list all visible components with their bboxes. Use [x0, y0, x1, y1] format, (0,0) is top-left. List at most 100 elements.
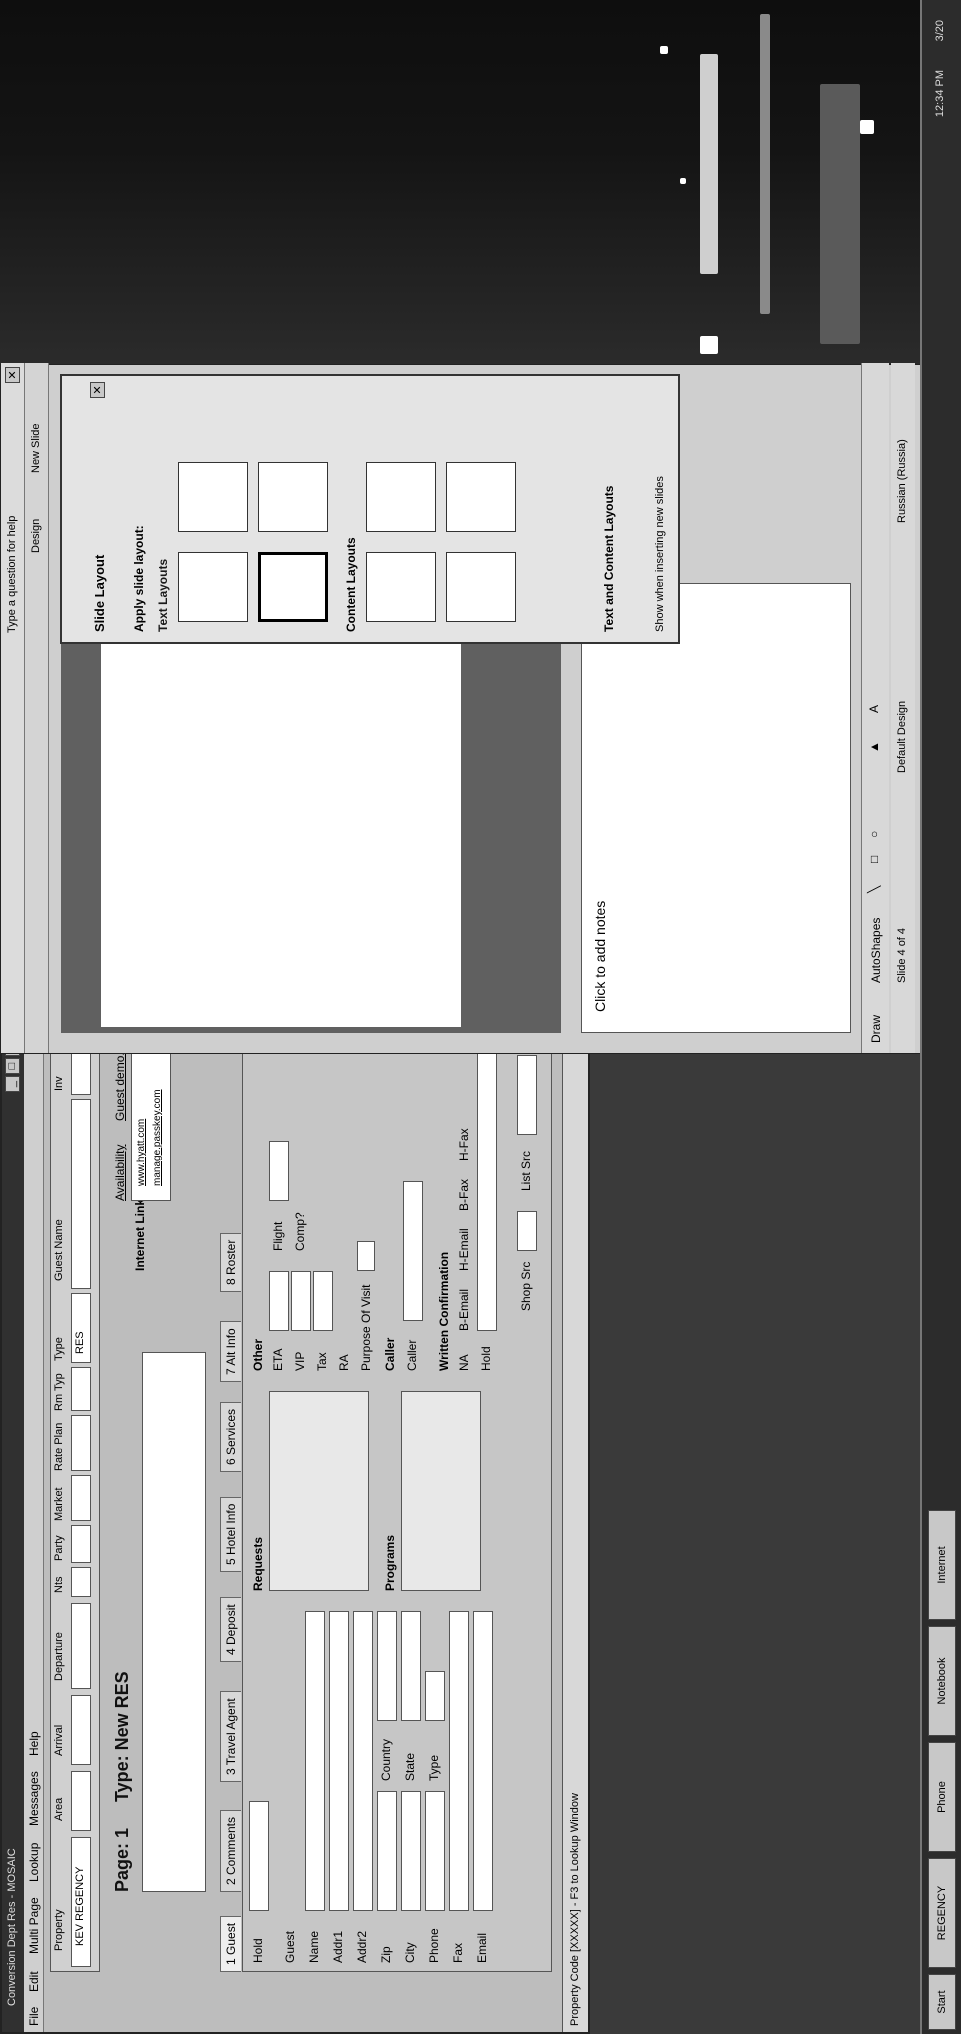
caller-label: Caller — [405, 1339, 419, 1371]
menu-multi-page[interactable]: Multi Page — [27, 1897, 41, 1954]
conf-b-fax[interactable]: B-Fax — [457, 1178, 471, 1211]
caller-group-label: Caller — [383, 1337, 397, 1371]
new-slide-button[interactable]: New Slide — [30, 423, 42, 473]
slide-page[interactable] — [101, 587, 461, 1027]
state-input[interactable] — [401, 1611, 421, 1721]
design-button[interactable]: Design — [30, 518, 42, 553]
tab-travel-agent[interactable]: 3 Travel Agent — [220, 1691, 241, 1782]
tax-input[interactable] — [313, 1271, 333, 1331]
guest-label-phone: Phone — [427, 1928, 441, 1963]
guest-panel: Hold Guest Name Addr1 Addr2 Zip City Pho… — [113, 1042, 552, 1972]
name-input[interactable] — [305, 1611, 325, 1911]
line-tool-icon[interactable]: ╲ — [867, 885, 881, 893]
property-field[interactable]: KEV REGENCY — [71, 1837, 91, 1967]
caller-input[interactable] — [403, 1181, 423, 1321]
menu-lookup[interactable]: Lookup — [27, 1842, 41, 1882]
menu-file[interactable]: File — [27, 2006, 41, 2026]
vip-input[interactable] — [291, 1271, 311, 1331]
link-hyatt[interactable]: www.hyatt.com — [136, 1118, 147, 1186]
menu-help[interactable]: Help — [27, 1731, 41, 1756]
start-button[interactable]: Start — [928, 1974, 956, 2030]
list-src-input[interactable] — [517, 1055, 537, 1135]
show-when-inserting-checkbox[interactable]: Show when inserting new slides — [654, 476, 666, 632]
fill-color-icon[interactable]: ▲ — [867, 741, 881, 753]
zip-input[interactable] — [377, 1791, 397, 1911]
inv-field[interactable] — [71, 1049, 91, 1095]
tab-deposit[interactable]: 4 Deposit — [220, 1597, 241, 1662]
hold-input[interactable] — [249, 1801, 269, 1911]
nts-field[interactable] — [71, 1567, 91, 1597]
fax-input[interactable] — [449, 1611, 469, 1911]
label-state: State — [403, 1752, 417, 1781]
rm-typ-field[interactable] — [71, 1367, 91, 1411]
taskbar-regency[interactable]: REGENCY — [928, 1858, 956, 1968]
hold-text-input[interactable] — [477, 1051, 497, 1331]
requests-list[interactable] — [269, 1391, 369, 1591]
type-input[interactable] — [425, 1671, 445, 1721]
layout-two-column[interactable] — [258, 462, 328, 532]
autoshapes-menu[interactable]: AutoShapes — [869, 917, 883, 983]
area-field[interactable] — [71, 1771, 91, 1831]
type-field[interactable]: RES — [71, 1293, 91, 1363]
links-list[interactable]: www.hyatt.com manage.passkey.com — [131, 1051, 171, 1201]
conf-h-email[interactable]: H-Email — [457, 1228, 471, 1271]
eta-input[interactable] — [269, 1271, 289, 1331]
layout-content-3[interactable] — [446, 462, 516, 532]
slide-canvas[interactable] — [61, 583, 561, 1033]
tab-alt-info[interactable]: 7 Alt Info — [220, 1321, 241, 1382]
help-box[interactable]: Type a question for help — [6, 515, 18, 633]
minimize-button[interactable]: _ — [5, 1076, 20, 1092]
addr1-input[interactable] — [329, 1611, 349, 1911]
layout-title-only[interactable] — [178, 462, 248, 532]
guest-demo-link[interactable]: Guest demo... — [113, 1045, 127, 1121]
notes-pane[interactable]: Click to add notes — [581, 583, 851, 1033]
layout-title-text[interactable] — [258, 552, 328, 622]
rate-plan-field[interactable] — [71, 1415, 91, 1471]
city-input[interactable] — [401, 1791, 421, 1911]
availability-link[interactable]: Availability — [113, 1144, 127, 1201]
layout-blank[interactable] — [366, 552, 436, 622]
taskbar-internet[interactable]: Internet — [928, 1510, 956, 1620]
conf-b-email[interactable]: B-Email — [457, 1288, 471, 1331]
oval-tool-icon[interactable]: ○ — [867, 830, 881, 838]
layout-title[interactable] — [178, 552, 248, 622]
shop-src-input[interactable] — [517, 1211, 537, 1251]
party-field[interactable] — [71, 1525, 91, 1563]
menu-messages[interactable]: Messages — [27, 1771, 41, 1826]
arrival-field[interactable] — [71, 1695, 91, 1765]
addr2-input[interactable] — [353, 1611, 373, 1911]
taskbar-notebook[interactable]: Notebook — [928, 1626, 956, 1736]
taskbar-phone[interactable]: Phone — [928, 1742, 956, 1852]
notice-field[interactable] — [142, 1352, 206, 1892]
background-photo — [0, 0, 961, 374]
maximize-button[interactable]: □ — [5, 1058, 20, 1074]
tab-hotel-info[interactable]: 5 Hotel Info — [220, 1496, 241, 1572]
menu-edit[interactable]: Edit — [27, 1971, 41, 1992]
market-field[interactable] — [71, 1475, 91, 1521]
label-tax: Tax — [315, 1352, 329, 1371]
layout-content[interactable] — [366, 462, 436, 532]
tab-roster[interactable]: 8 Roster — [220, 1232, 241, 1292]
departure-field[interactable] — [71, 1603, 91, 1689]
guest-label-zip: Zip — [379, 1946, 393, 1963]
conf-na[interactable]: NA — [457, 1354, 471, 1371]
tab-guest[interactable]: 1 Guest — [220, 1915, 241, 1972]
draw-menu[interactable]: Draw — [869, 1014, 883, 1043]
guest-name-field[interactable] — [71, 1099, 91, 1289]
tab-comments[interactable]: 2 Comments — [220, 1809, 241, 1892]
tab-services[interactable]: 6 Services — [220, 1401, 241, 1472]
purpose-input[interactable] — [357, 1241, 375, 1271]
phone-input[interactable] — [425, 1791, 445, 1911]
layout-content-2[interactable] — [446, 552, 516, 622]
slide-layout-pane: Slide Layout ✕ Apply slide layout: Text … — [60, 374, 680, 644]
link-passkey[interactable]: manage.passkey.com — [152, 1089, 163, 1186]
font-color-icon[interactable]: A — [867, 704, 881, 713]
programs-list[interactable] — [401, 1391, 481, 1591]
email-input[interactable] — [473, 1611, 493, 1911]
country-input[interactable] — [377, 1611, 397, 1721]
conf-h-fax[interactable]: H-Fax — [457, 1128, 471, 1161]
pane-close-button[interactable]: ✕ — [90, 382, 105, 398]
ppt-close-button[interactable]: ✕ — [5, 367, 20, 383]
flight-input[interactable] — [269, 1141, 289, 1201]
rectangle-tool-icon[interactable]: □ — [867, 855, 881, 863]
